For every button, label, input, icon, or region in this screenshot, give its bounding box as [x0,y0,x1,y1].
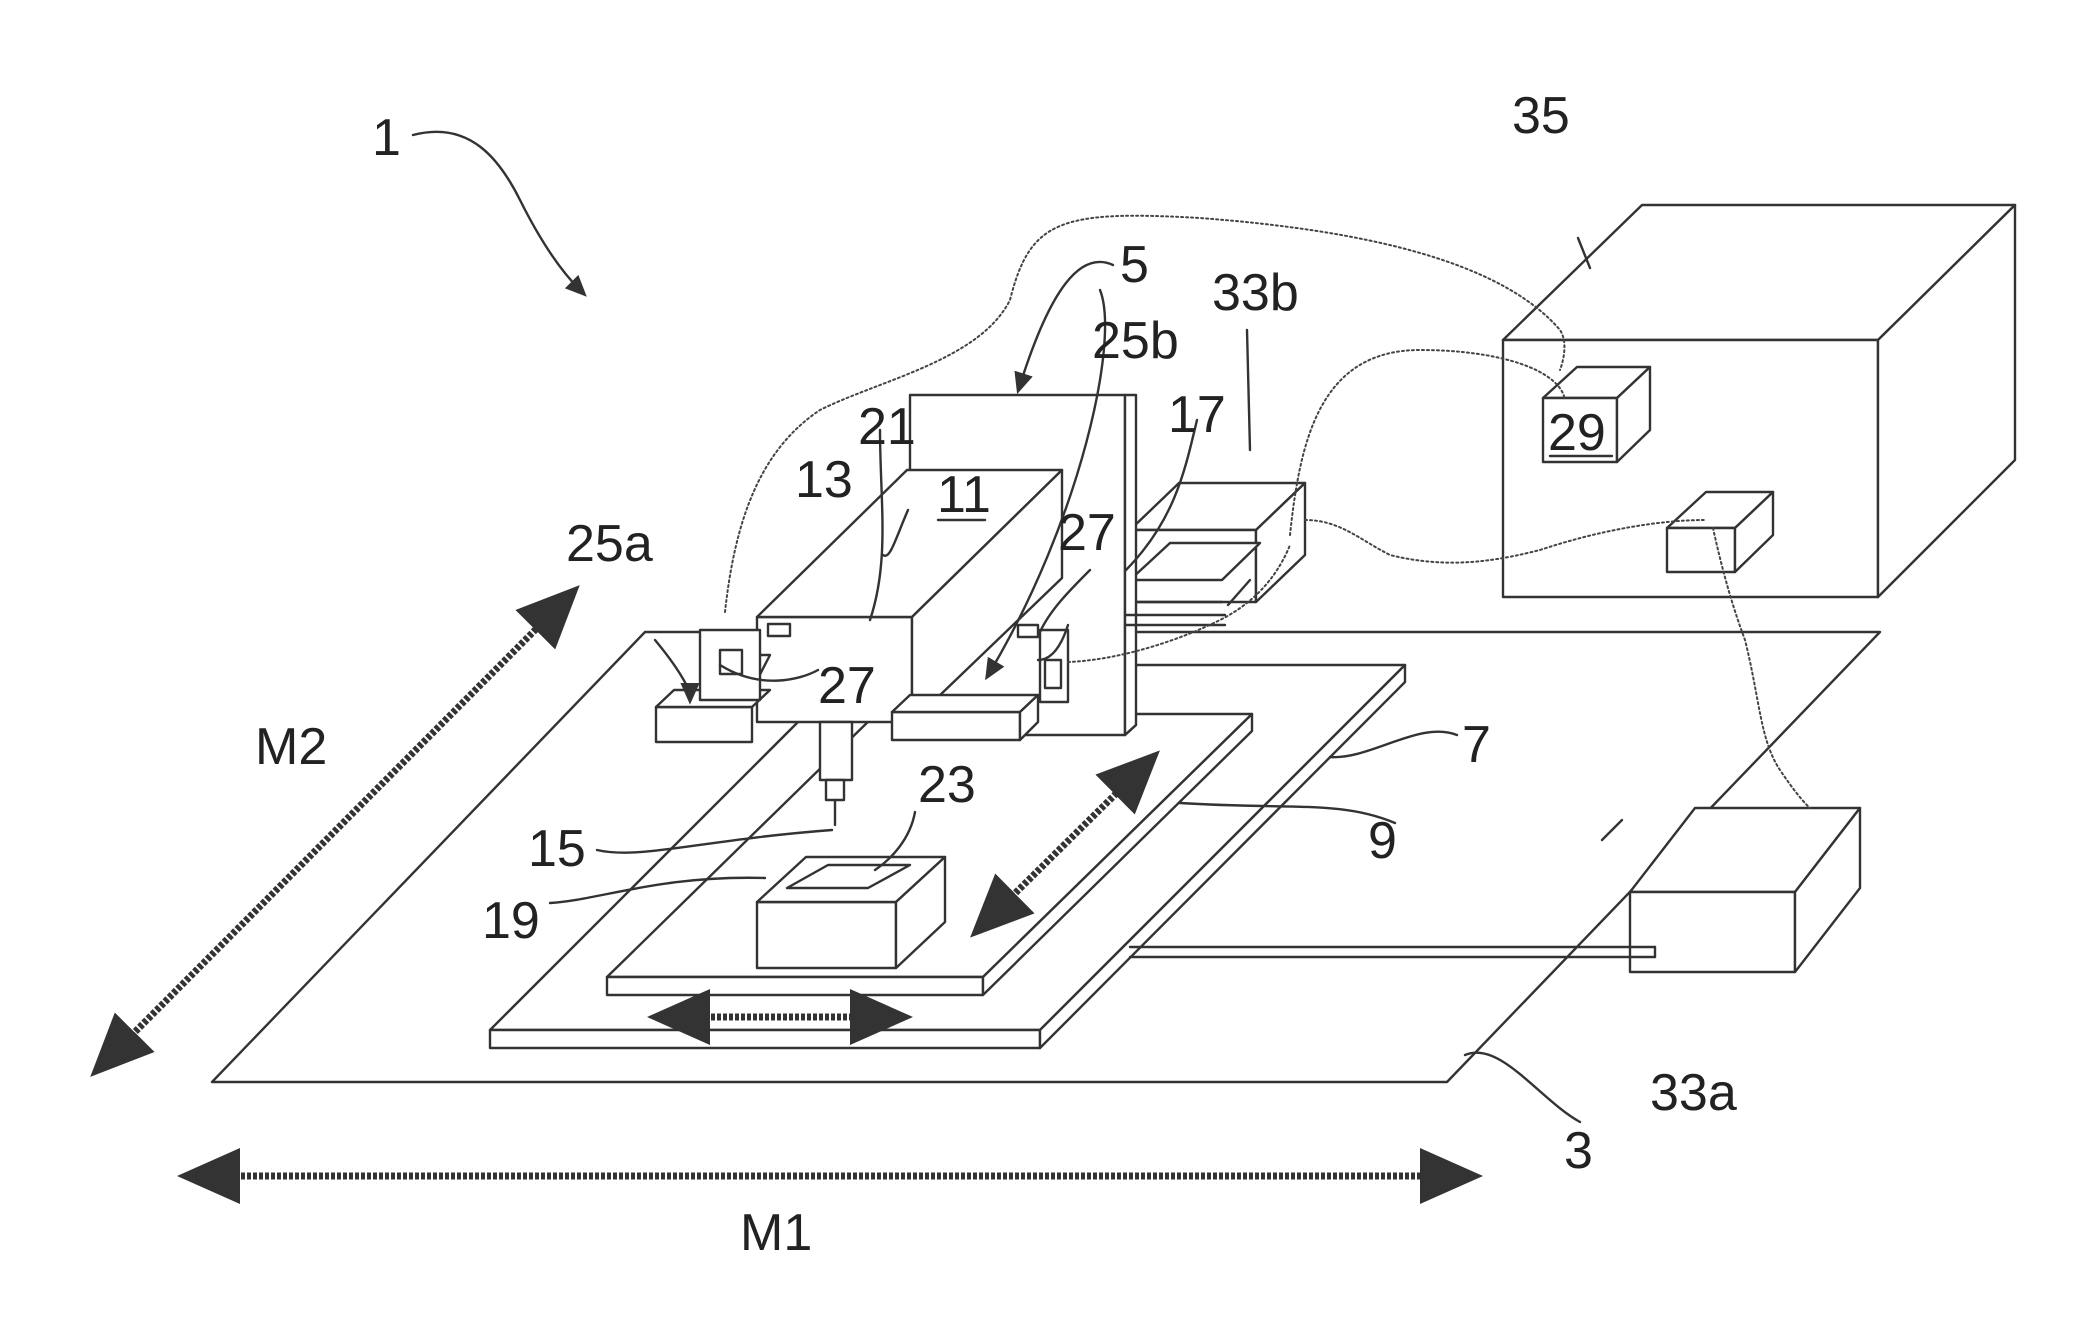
label-7: 7 [1462,716,1491,774]
sensor-bracket-25b [892,712,1020,740]
label-1: 1 [372,109,401,167]
workpiece-holder [757,902,896,968]
label-17: 17 [1168,386,1226,444]
label-27-left: 27 [818,657,876,715]
label-25a: 25a [566,515,653,573]
label-13: 13 [795,451,853,509]
label-19: 19 [482,892,540,950]
label-23: 23 [918,756,976,814]
label-33a: 33a [1650,1064,1737,1122]
label-15: 15 [528,820,586,878]
label-27-right: 27 [1058,504,1116,562]
label-33b: 33b [1212,264,1299,322]
label-29: 29 [1548,404,1606,462]
sensor-bracket-25a [656,707,752,742]
label-9: 9 [1368,812,1397,870]
label-11: 11 [937,466,991,524]
label-35: 35 [1512,87,1570,145]
label-5: 5 [1120,236,1149,294]
label-25b: 25b [1092,312,1179,370]
label-3: 3 [1564,1122,1593,1180]
label-M1: M1 [740,1204,812,1262]
spindle [820,722,852,780]
label-M2: M2 [255,718,327,776]
label-21: 21 [858,398,916,456]
